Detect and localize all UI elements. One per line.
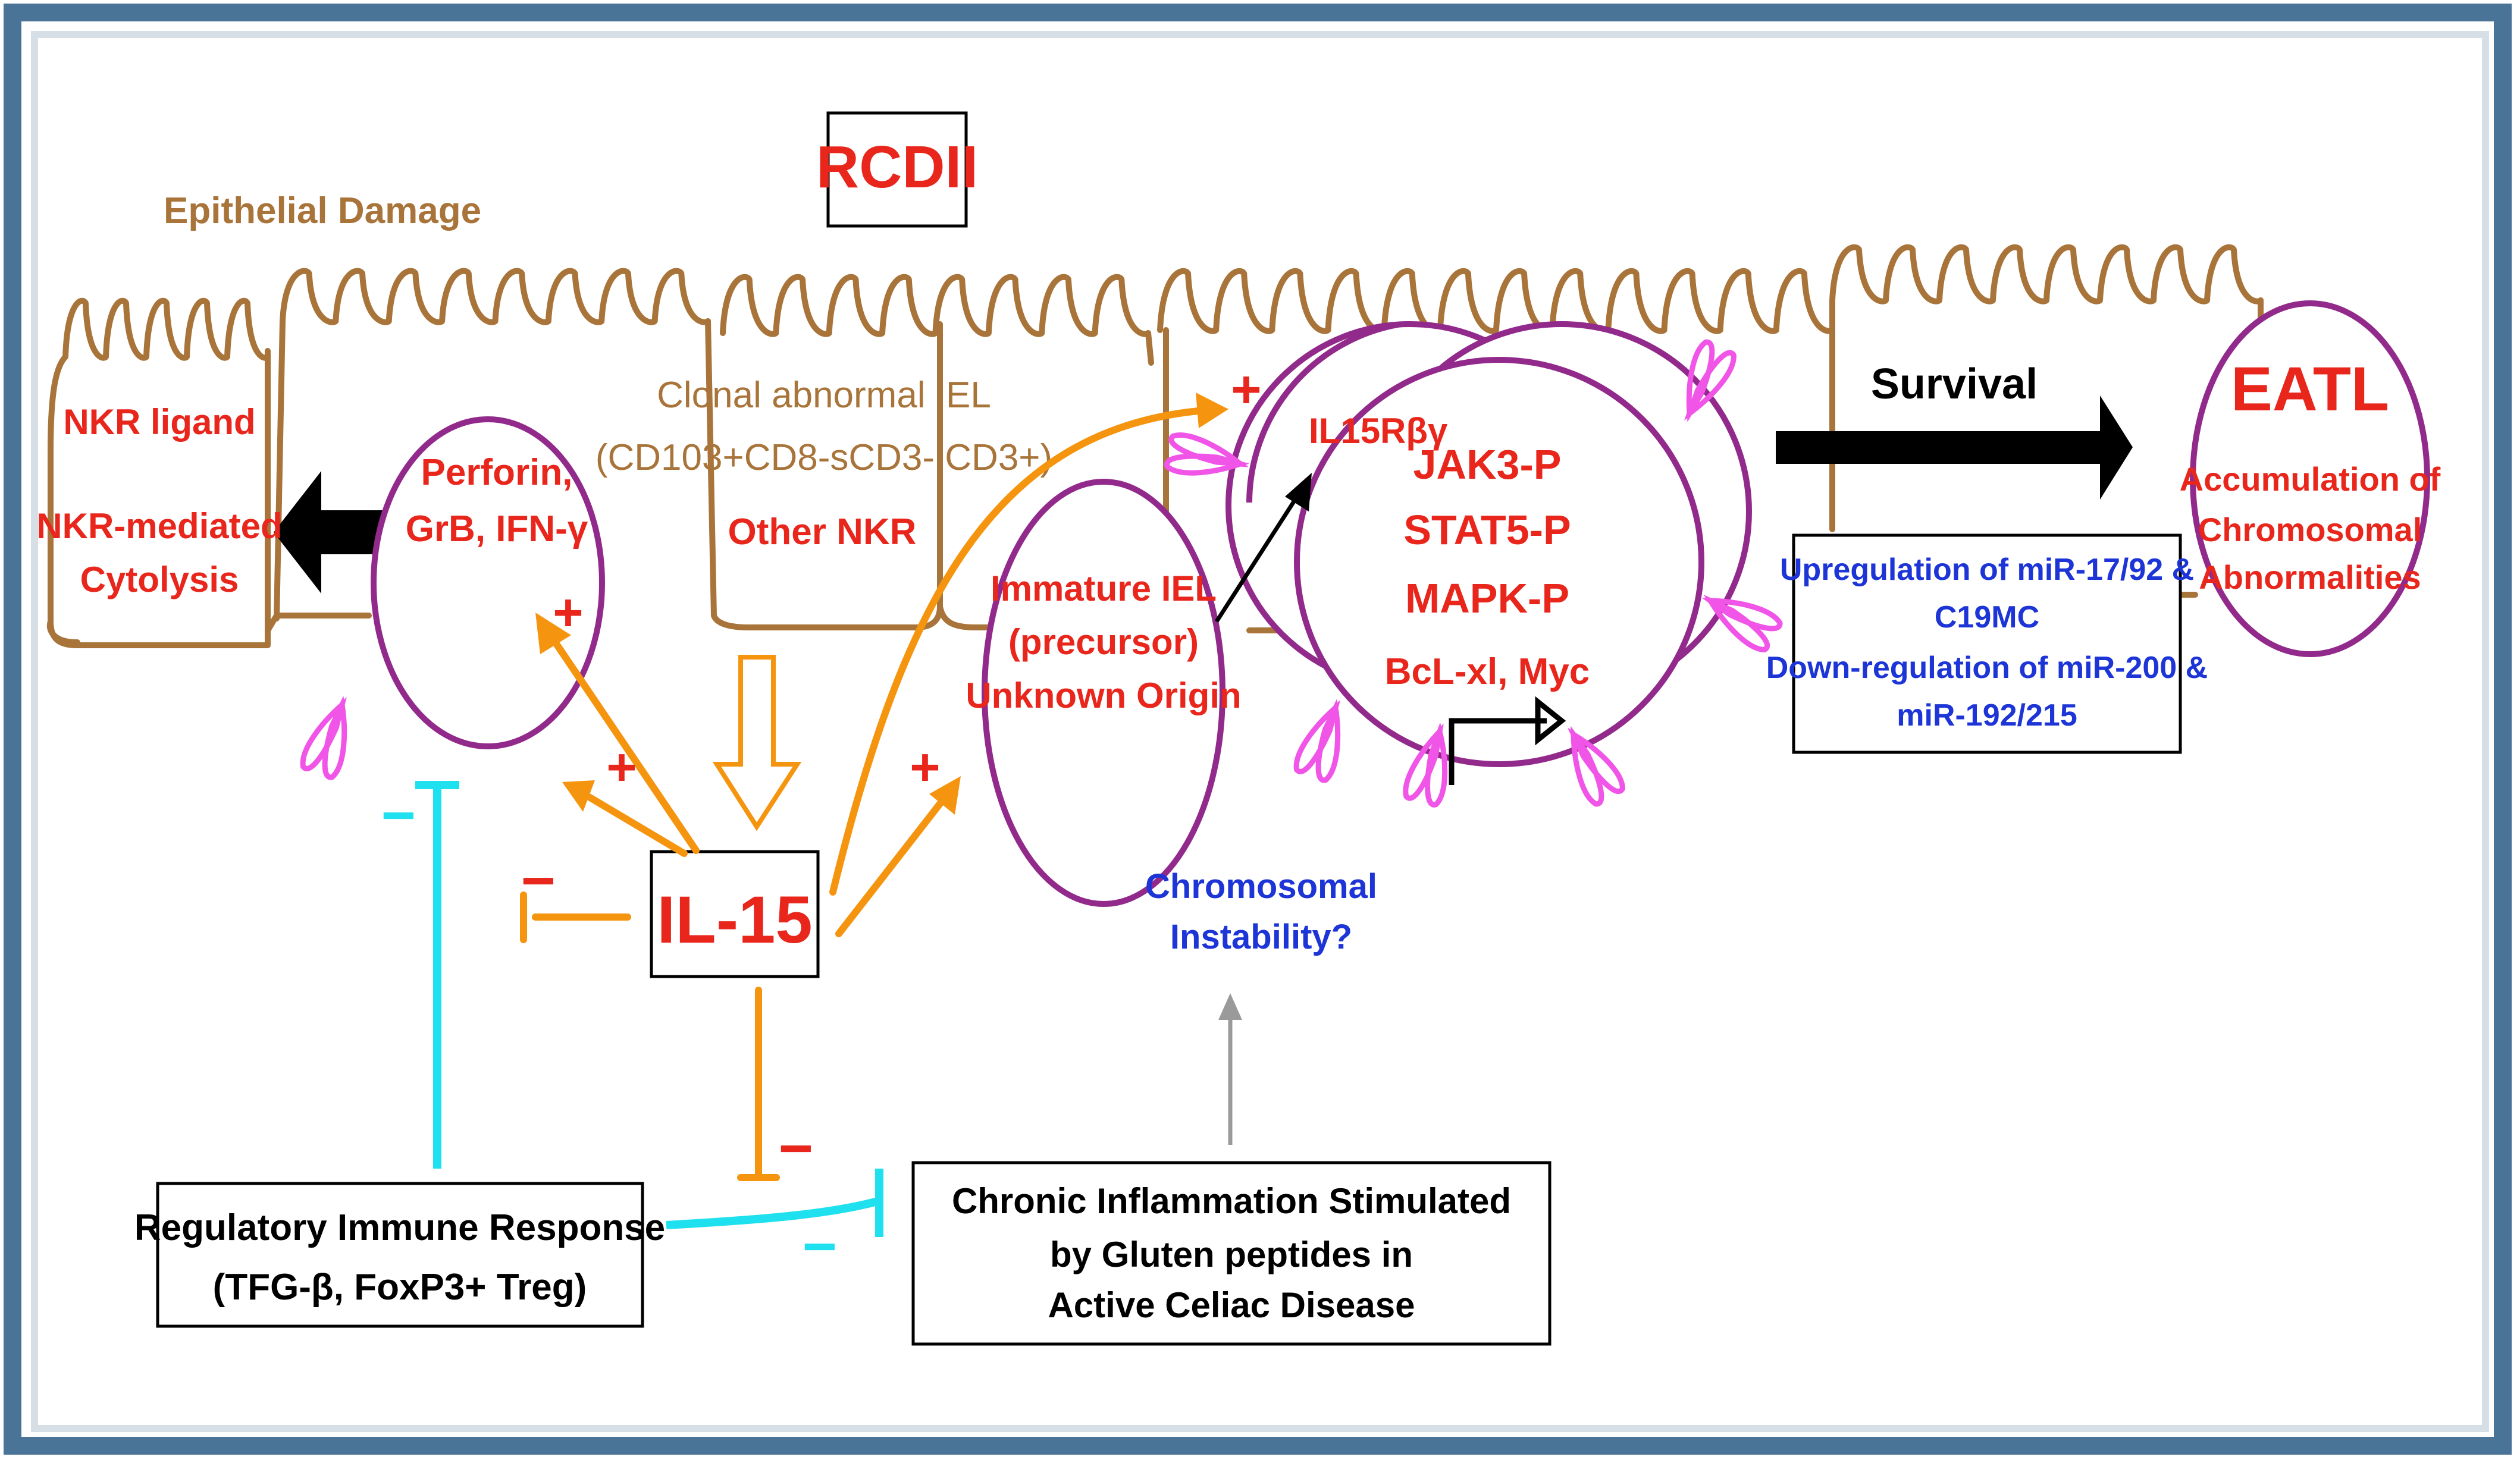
epithelial-wall [274,318,286,621]
clonal-iel-line1: Clonal abnormal IEL [657,375,991,416]
il15-text: IL-15 [657,883,812,957]
nkr-line1: NKR ligand [63,402,255,442]
nkr-line3: Cytolysis [80,560,239,599]
regulatory-inhibition-lines [415,781,883,1237]
minus-sign-regulatory-chronic: − [803,1213,837,1280]
eatl-line3: Abnormalities [2199,558,2421,596]
immature-iel-line1: Immature IEL [991,569,1217,608]
transcription-arrowhead [1535,696,1566,746]
cytolysis-arrow [274,471,396,594]
plus-sign-receptor: + [1231,360,1261,419]
immature-iel-line2: (precursor) [1008,622,1199,662]
title-box: RCDII [816,111,978,228]
perforin-cell: Perforin, GrB, IFN-γ [371,416,605,749]
transcription-arrow [1449,718,1547,785]
mirna-line3: Down-regulation of miR-200 & [1766,651,2208,685]
plus-sign-perforin: + [553,583,583,642]
villus-row [62,297,271,361]
chronic-line2: by Gluten peptides in [1050,1235,1413,1274]
minus-sign-il15: − [521,847,556,914]
regulatory-box: Regulatory Immune Response (TFG-β, FoxP3… [134,1182,665,1328]
other-nkr-label: Other NKR [728,511,917,552]
immature-iel-cell: Immature IEL (precursor) Unknown Origin [966,479,1242,907]
il15-to-receptor-arrow [829,407,1208,896]
minus-sign-regulatory: − [381,782,416,849]
villus-row [280,268,711,325]
signaling-line3: MAPK-P [1405,575,1569,621]
epithelial-wall [265,613,372,633]
eatl-line2: Chromosomal [2198,511,2422,548]
plus-sign-immature: + [910,737,940,796]
clonal-cell-cluster [1225,321,1752,767]
regulatory-to-chronic-line [666,1197,879,1229]
immature-to-receptor-arrowhead [1285,473,1312,511]
il15-arrowheads [535,393,1228,815]
outer-frame [4,4,2512,1455]
villus-row [1829,244,2264,304]
il15-to-immature-arrow [835,796,946,937]
plus-sign-nkr: + [606,737,637,796]
epithelial-wall [705,318,943,630]
chronic-line1: Chronic Inflammation Stimulated [952,1181,1511,1221]
survival-arrow [1776,395,2133,500]
villus-row [1157,268,1835,334]
clonal-iel-line2: (CD103+CD8-sCD3-ICD3+) [595,437,1052,478]
mirna-line1: Upregulation of miR-17/92 & [1780,552,2194,587]
regulatory-line2: (TFG-β, FoxP3+ Treg) [213,1267,587,1308]
survival-label: Survival [1871,360,2038,408]
signaling-line4: BcL-xl, Myc [1385,651,1590,692]
mirna-line2: C19MC [1935,600,2039,635]
villus-row [720,274,1151,337]
chromosomal-instability-line2: Instability? [1170,918,1352,956]
eatl-line1: Accumulation of [2180,460,2441,498]
immature-iel-line3: Unknown Origin [966,676,1241,715]
mirna-line4: miR-192/215 [1897,698,2077,733]
il15-stimulation-arrows [520,407,1208,1181]
signaling-line2: STAT5-P [1403,507,1571,553]
perforin-line2: GrB, IFN-γ [406,508,588,550]
nkr-line2: NKR-mediated [36,506,282,546]
gray-up-arrowhead [1218,993,1242,1020]
il15-hollow-arrow [712,655,802,831]
eatl-title: EATL [2231,354,2389,424]
il15-to-perforin-arrow [550,636,700,854]
il15-box: IL-15 [650,850,820,978]
epithelial-wall [937,604,991,630]
il15-to-nkr-arrow [585,793,688,857]
epithelial-damage-label: Epithelial Damage [164,190,481,231]
sign-labels: + + + + − − − − [381,360,1262,1280]
signaling-line1: JAK3-P [1413,441,1562,488]
epithelial-wall [48,348,271,648]
regulatory-line1: Regulatory Immune Response [134,1207,665,1248]
chronic-inflammation-box: Chronic Inflammation Stimulated by Glute… [911,1161,1552,1346]
epithelial-wall [1145,330,1154,366]
receptor-label: IL15Rβγ [1309,411,1448,451]
chromosomal-instability-line1: Chromosomal [1145,867,1377,906]
title-text: RCDII [816,134,978,200]
immature-to-receptor-arrow [1215,486,1305,623]
perforin-line1: Perforin, [421,452,573,493]
mirna-box: Upregulation of miR-17/92 & C19MC Down-r… [1766,533,2208,754]
minus-sign-chronic: − [779,1115,813,1182]
chronic-line3: Active Celiac Disease [1048,1285,1415,1325]
eatl-cell: EATL Accumulation of Chromosomal Abnorma… [2180,300,2441,657]
